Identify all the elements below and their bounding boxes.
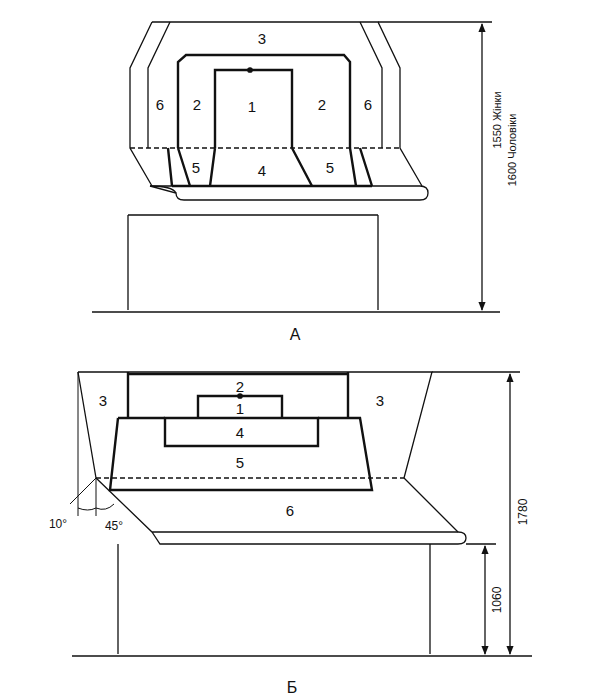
zone-number: 4 (258, 163, 266, 178)
zone-number: 5 (192, 160, 200, 175)
zone-number: 3 (376, 393, 384, 408)
dimension-label: 45° (104, 520, 124, 532)
zone-number: 1 (236, 401, 244, 416)
dimension-label: 1550 Жінки (492, 91, 503, 148)
console-a (92, 22, 500, 312)
dimension-label: 1600 Чоловіки (507, 114, 518, 187)
console-b (70, 372, 532, 656)
zone-number: 3 (99, 393, 107, 408)
zone-number: 1 (248, 99, 256, 114)
dimension-label: 1780 (517, 499, 529, 526)
zone-number: 3 (258, 31, 266, 46)
zone-number: 5 (326, 160, 334, 175)
zone-number: 2 (236, 379, 244, 394)
zone-number: 6 (286, 503, 294, 518)
zone-number: 6 (156, 97, 164, 112)
zone-number: 4 (236, 425, 244, 440)
figure-label: А (290, 327, 301, 343)
dimension-label: 1060 (491, 587, 503, 614)
zone-number: 2 (193, 97, 201, 112)
dimension-label: 10° (48, 518, 68, 530)
zone-number: 6 (364, 97, 372, 112)
figure-label: Б (287, 680, 298, 696)
zone-number: 2 (318, 97, 326, 112)
zone-number: 5 (236, 455, 244, 470)
